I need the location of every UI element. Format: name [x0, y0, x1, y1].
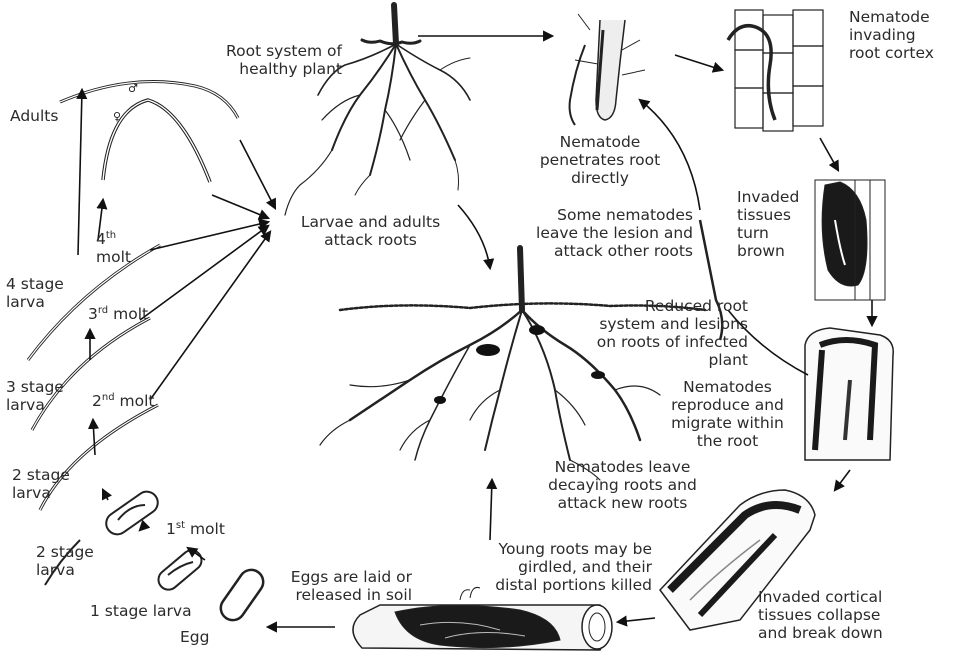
molt-3-number: 3 — [88, 305, 98, 323]
label-reduced-root-system: Reduced root system and lesions on roots… — [568, 297, 748, 369]
label-young-roots-girdled: Young roots may be girdled, and their di… — [470, 540, 652, 594]
adult-nematodes-illustration: ♂ ♀ — [60, 82, 238, 182]
label-stage-4-larva: 4 stage larva — [6, 275, 64, 311]
label-nematode-invading-root-cortex: Nematode invading root cortex — [849, 8, 934, 62]
label-invaded-tissues-turn-brown: Invaded tissues turn brown — [737, 188, 799, 260]
brown-tissue-illustration — [815, 180, 885, 300]
molt-2-ordinal: nd — [102, 392, 115, 403]
label-molt-3: 3rd molt — [88, 305, 148, 323]
label-some-nematodes-leave: Some nematodes leave the lesion and atta… — [510, 206, 693, 260]
molt-3-word: molt — [113, 305, 148, 323]
molt-2-number: 2 — [92, 392, 102, 410]
label-nematodes-reproduce: Nematodes reproduce and migrate within t… — [655, 378, 800, 450]
label-egg: Egg — [180, 628, 209, 646]
label-stage-1-larva: 1 stage larva — [90, 602, 192, 620]
svg-text:♂: ♂ — [128, 82, 138, 95]
molt-1-word: molt — [190, 520, 225, 538]
root-section-reproduction-illustration — [805, 328, 893, 460]
label-stage-3-larva: 3 stage larva — [6, 378, 64, 414]
molt-4-ordinal: th — [106, 230, 116, 241]
molt-4-number: 4 — [96, 230, 106, 248]
root-tip-penetration-illustration — [570, 14, 645, 125]
label-molt-2: 2nd molt — [92, 392, 154, 410]
label-larvae-adults-attack-roots: Larvae and adults attack roots — [288, 213, 453, 249]
label-eggs-laid: Eggs are laid or released in soil — [272, 568, 412, 604]
label-adults: Adults — [10, 107, 58, 125]
label-invaded-cortical-collapse: Invaded cortical tissues collapse and br… — [758, 588, 883, 642]
label-stage-2-larva-upper: 2 stage larva — [12, 466, 70, 502]
molt-1-number: 1 — [166, 520, 176, 538]
label-nematodes-leave-decaying: Nematodes leave decaying roots and attac… — [535, 458, 710, 512]
label-stage-2-larva-lower: 2 stage larva — [36, 543, 94, 579]
molt-4-word: molt — [96, 248, 131, 266]
svg-text:♀: ♀ — [113, 110, 121, 123]
molt-2-word: molt — [120, 392, 155, 410]
label-nematode-penetrates-root: Nematode penetrates root directly — [525, 133, 675, 187]
molt-1-ordinal: st — [176, 520, 185, 531]
label-molt-1: 1st molt — [166, 520, 225, 538]
label-molt-4: 4th molt — [96, 230, 131, 266]
molt-3-ordinal: rd — [98, 305, 108, 316]
root-cortex-invasion-illustration — [728, 10, 823, 131]
label-root-system-healthy-plant: Root system of healthy plant — [210, 42, 342, 78]
